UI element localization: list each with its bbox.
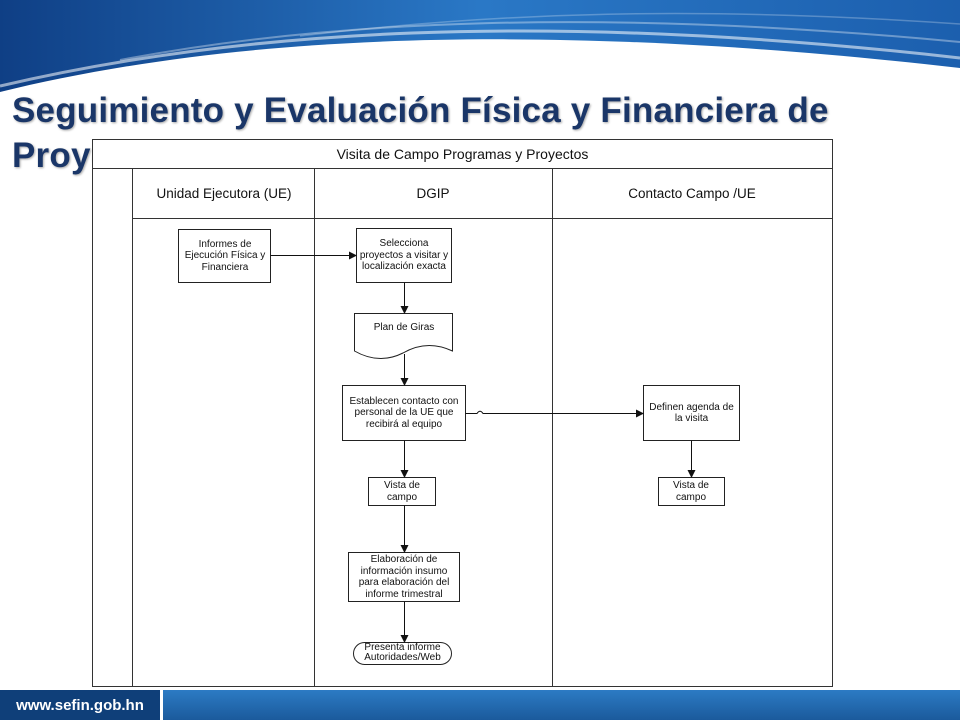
node-selecciona-shape	[356, 228, 452, 283]
arrow-establecen-definen	[465, 409, 644, 418]
node-presenta: Presenta informe Autoridades/Web	[364, 641, 441, 663]
lane-header-dgip: DGIP	[416, 186, 450, 201]
lane-header-ue: Unidad Ejecutora (UE)	[156, 186, 292, 201]
node-plan-giras-shape	[354, 313, 453, 359]
node-informes-shape	[178, 229, 271, 283]
diagram-lines	[92, 139, 833, 687]
header-wave	[0, 0, 960, 110]
footer-url-box: www.sefin.gob.hn	[0, 690, 163, 720]
node-definen-shape	[643, 385, 740, 441]
node-vista-dgip: Vista de campo	[384, 480, 420, 503]
node-vista-dgip-shape	[368, 477, 436, 506]
node-elaboracion-shape	[348, 552, 460, 602]
node-plan-giras: Plan de Giras	[373, 322, 435, 334]
node-establecen: Establecen contacto con personal de la U…	[349, 395, 459, 430]
node-selecciona: Selecciona proyectos a visitar y localiz…	[359, 238, 449, 273]
node-vista-contacto: Vista de campo	[673, 480, 709, 503]
node-vista-contacto-shape	[658, 477, 725, 506]
swimlane-diagram: Visita de Campo Programas y Proyectos Un…	[92, 139, 833, 687]
footer-url[interactable]: www.sefin.gob.hn	[16, 696, 144, 714]
pool-title: Visita de Campo Programas y Proyectos	[336, 146, 589, 162]
node-elaboracion: Elaboración de información insumo para e…	[358, 554, 450, 600]
node-definen: Definen agenda de la visita	[649, 401, 734, 425]
lane-header-contacto: Contacto Campo /UE	[628, 186, 756, 201]
node-establecen-shape	[342, 385, 466, 441]
pool-border	[92, 139, 833, 687]
node-informes: Informes de Ejecución Física y Financier…	[184, 238, 266, 273]
footer-bar: www.sefin.gob.hn	[0, 690, 960, 720]
